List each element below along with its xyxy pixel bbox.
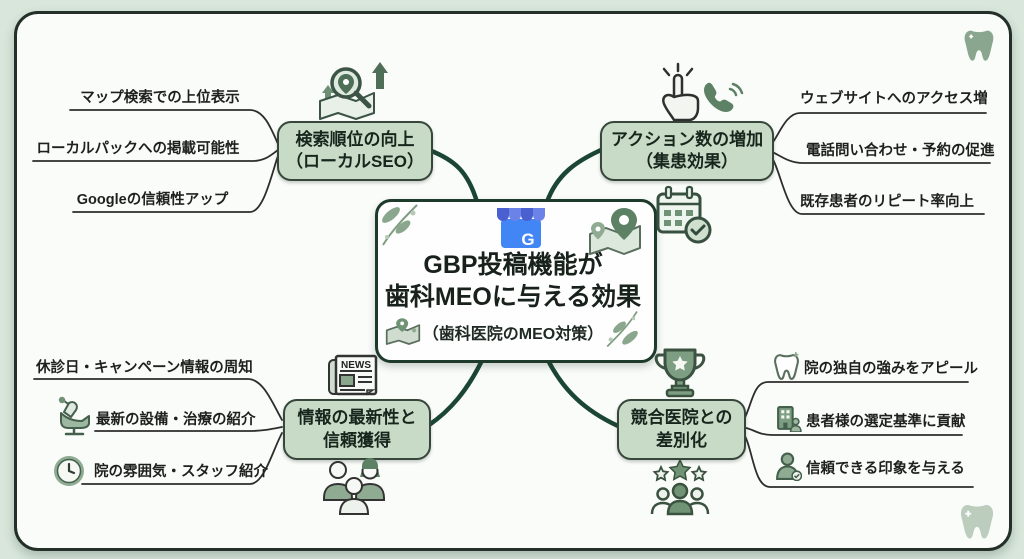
staff-group-icon — [320, 458, 390, 516]
center-title: GBP投稿機能が 歯科MEOに与える効果 — [375, 250, 651, 313]
leaf-item: Googleの信頼性アップ — [76, 192, 229, 208]
center-title-line1: GBP投稿機能が — [423, 251, 603, 279]
newspaper-icon: NEWS — [325, 351, 381, 401]
branch-label: 信頼獲得 — [323, 430, 391, 450]
leaf-item: マップ検索での上位表示 — [80, 90, 240, 106]
star-people-icon — [648, 458, 712, 516]
branch-label: 差別化 — [656, 430, 707, 450]
leaf-item: 院の独自の強みをアピール — [804, 361, 978, 377]
google-business-profile-icon: G — [497, 206, 545, 252]
leaf-item: 患者様の選定基準に貢献 — [806, 414, 966, 430]
branch-node-info-freshness: 情報の最新性と 信頼獲得 — [283, 399, 431, 460]
branch-node-search-ranking: 検索順位の向上 （ローカルSEO） — [277, 121, 433, 181]
branch-label: （ローカルSEO） — [286, 152, 424, 171]
branch-label: 検索順位の向上 — [295, 129, 415, 149]
center-title-line2: 歯科MEOに与える効果 — [384, 282, 642, 311]
leaf-item: ローカルパックへの掲載可能性 — [36, 141, 240, 157]
tooth-corner-icon — [962, 24, 996, 66]
phone-icon — [700, 80, 744, 122]
leaf-item: 院の雰囲気・スタッフ紹介 — [94, 464, 268, 480]
person-icon — [775, 452, 802, 481]
leaf-sprig-icon — [598, 308, 648, 350]
calendar-check-icon — [652, 184, 714, 246]
small-map-icon — [385, 315, 421, 349]
leaf-item: 休診日・キャンペーン情報の周知 — [36, 360, 253, 376]
map-pin-icon — [586, 206, 644, 256]
leaf-sprig-icon — [377, 201, 421, 249]
gbp-letter: G — [521, 230, 534, 249]
leaf-item: ウェブサイトへのアクセス増 — [800, 91, 988, 107]
leaf-item: 電話問い合わせ・予約の促進 — [806, 143, 995, 159]
dental-chair-icon — [56, 396, 94, 436]
clock-icon — [52, 454, 86, 488]
branch-node-actions-increase: アクション数の増加 （集患効果） — [600, 121, 774, 181]
branch-node-differentiation: 競合医院との 差別化 — [617, 399, 746, 460]
branch-label: 競合医院との — [630, 408, 733, 428]
leaf-item: 最新の設備・治療の紹介 — [96, 412, 256, 428]
tap-icon — [653, 62, 703, 124]
clinic-building-icon — [775, 405, 802, 432]
leaf-item: 既存患者のリピート率向上 — [800, 194, 974, 210]
trophy-icon — [650, 346, 710, 400]
map-search-rank-icon — [312, 57, 392, 121]
branch-label: 情報の最新性と — [297, 408, 417, 428]
leaf-item: 信頼できる印象を与える — [806, 461, 965, 477]
news-label: NEWS — [341, 360, 371, 371]
center-subtitle: （歯科医院のMEO対策） — [422, 326, 604, 343]
branch-label: アクション数の増加 — [610, 129, 764, 149]
branch-label: （集患効果） — [636, 152, 738, 171]
tooth-corner-icon — [958, 500, 996, 542]
tooth-icon — [773, 352, 800, 381]
